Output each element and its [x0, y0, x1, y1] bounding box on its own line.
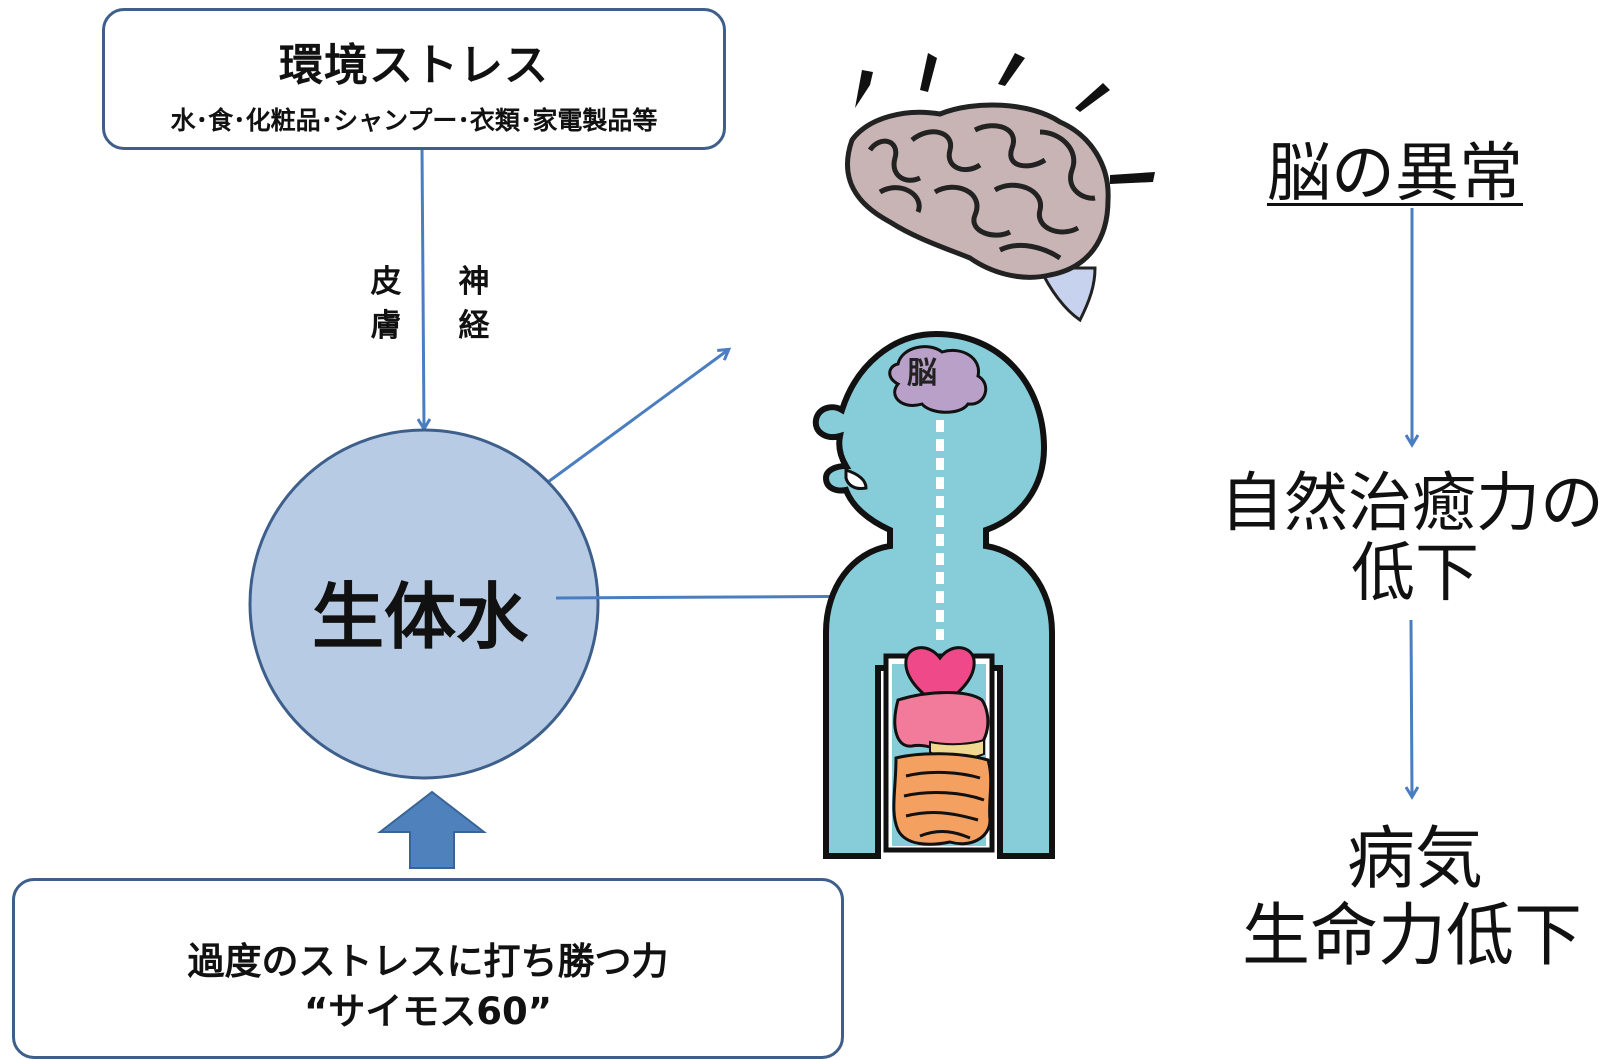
environmental-stress-title: 環境ストレス	[279, 40, 549, 91]
vitality-decline-label: 生命力低下	[1241, 897, 1582, 976]
skin-char-1: 皮	[370, 264, 402, 300]
environmental-stress-sources: 水･食･化粧品･シャンプー･衣類･家電製品等	[170, 106, 658, 135]
body-water-label: 生体水	[311, 575, 528, 659]
healing-decline-line1: 自然治癒力の	[1220, 467, 1604, 541]
brain-illustration	[845, 53, 1155, 323]
disease-label: 病気	[1346, 820, 1483, 899]
up-block-arrow	[377, 790, 487, 869]
nerve-char-1: 神	[458, 264, 490, 300]
arrow-water-to-brain	[547, 350, 728, 484]
nerve-pathway-label: 神 経	[456, 260, 492, 348]
healing-decline-line2: 低下	[1351, 537, 1479, 611]
stress-resistance-text: 過度のストレスに打ち勝つ力	[187, 940, 669, 983]
brain-bubble-label: 脳	[907, 356, 937, 391]
human-body-illustration	[812, 330, 1055, 859]
skin-char-2: 膚	[370, 308, 402, 344]
brain-abnormality-text: 脳の異常	[1267, 137, 1523, 211]
nerve-char-2: 経	[458, 308, 490, 344]
stress-resistance-box: 過度のストレスに打ち勝つ力 “サイモス60”	[12, 878, 844, 1059]
product-name: “サイモス60”	[303, 990, 553, 1033]
brain-abnormality-label: 脳の異常	[1230, 122, 1560, 214]
arrow-step2-to-step3	[1411, 619, 1412, 796]
arrow-environment-to-water	[422, 146, 424, 428]
skin-pathway-label: 皮 膚	[368, 260, 404, 348]
body-water-circle	[248, 428, 600, 780]
environmental-stress-box: 環境ストレス 水･食･化粧品･シャンプー･衣類･家電製品等	[102, 8, 726, 150]
